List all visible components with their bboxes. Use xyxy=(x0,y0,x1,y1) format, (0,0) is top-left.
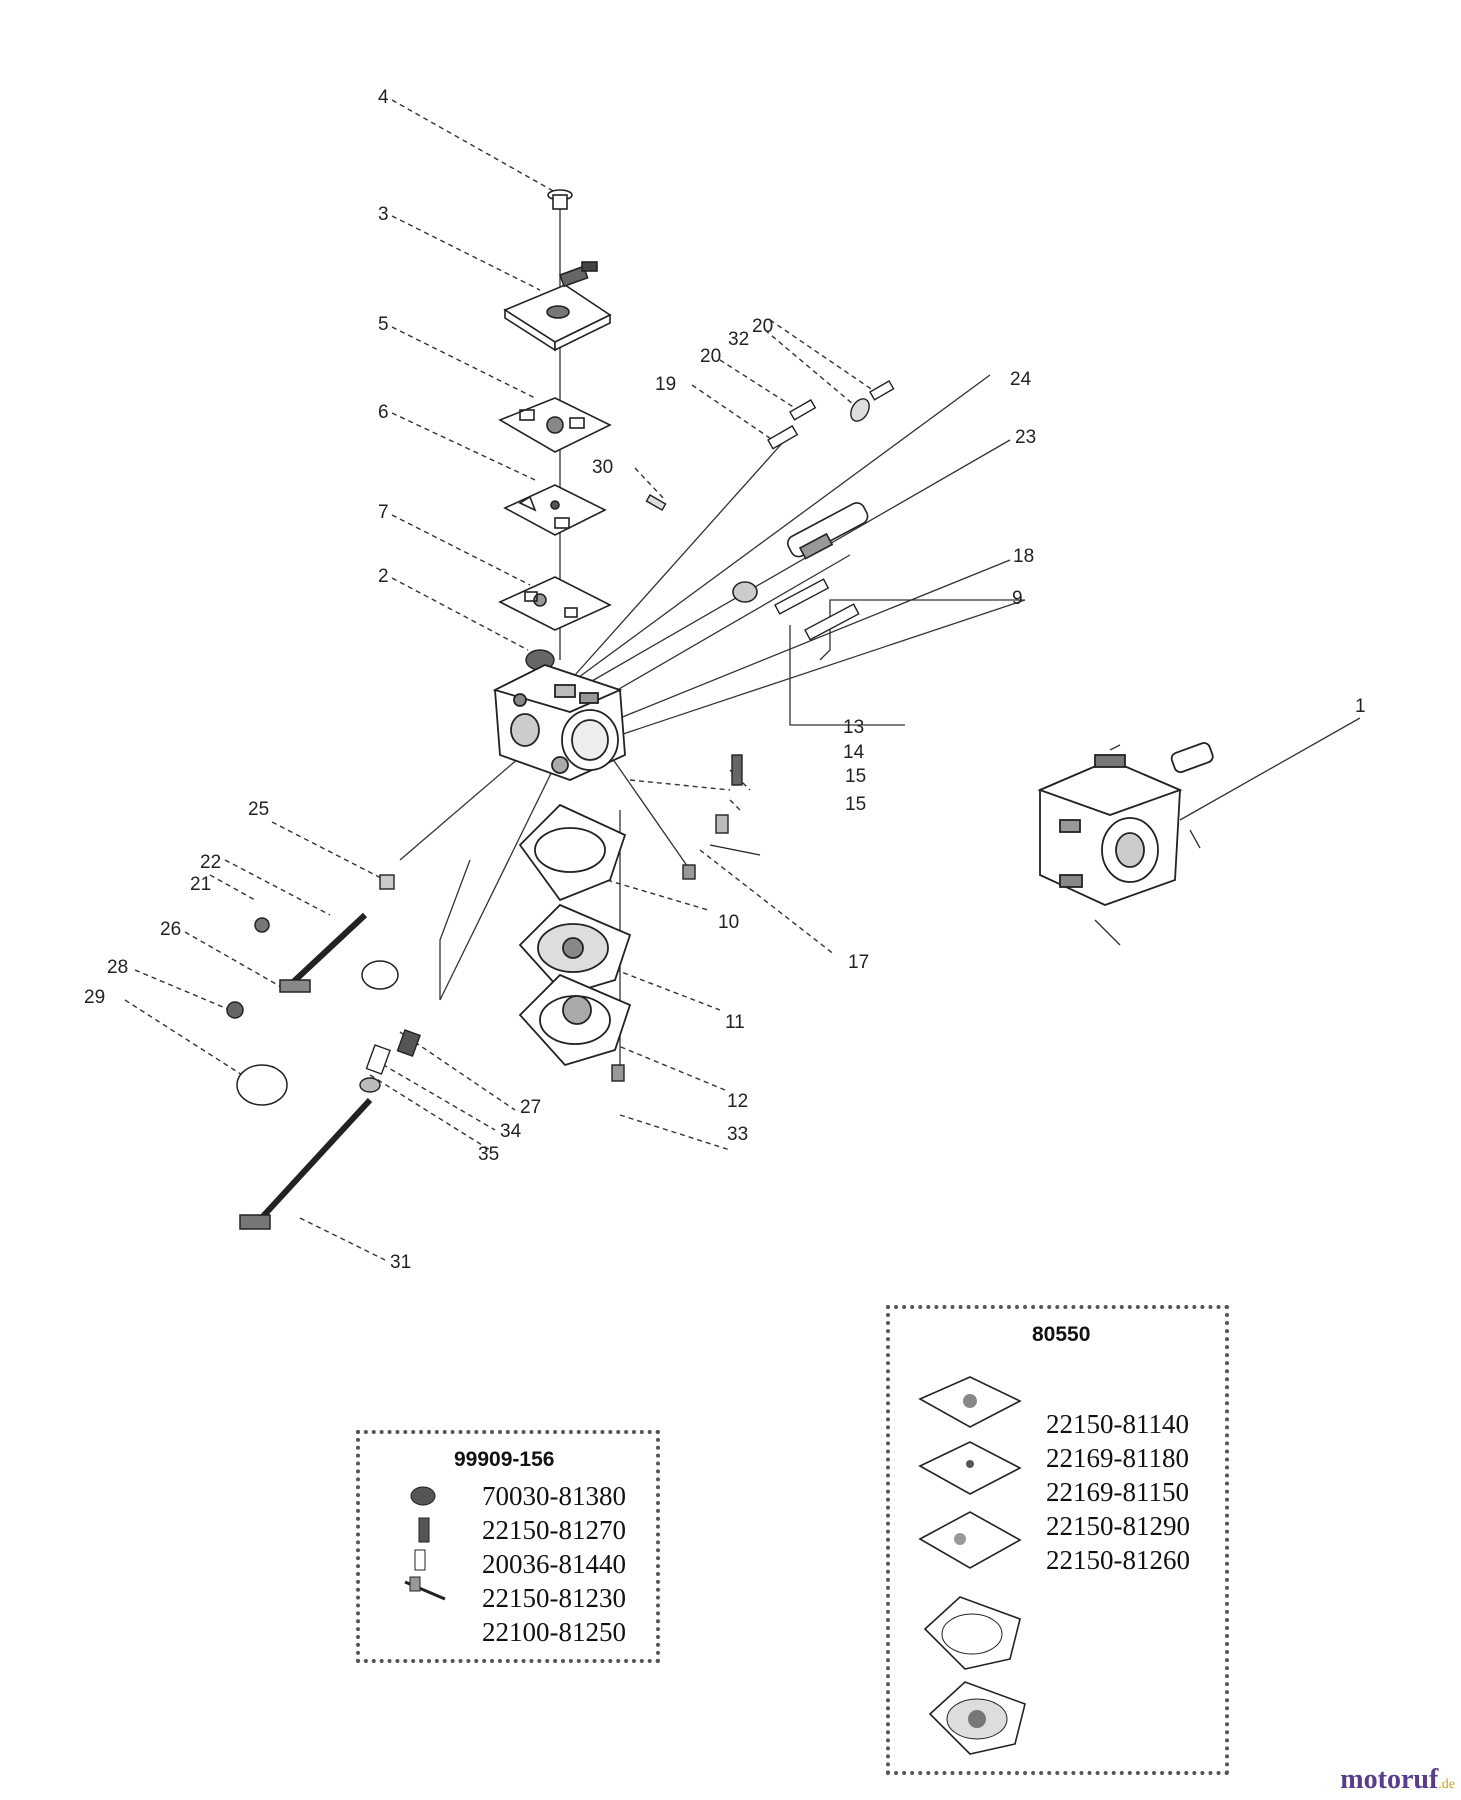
part-27-spring xyxy=(396,1029,421,1058)
part-32-washer xyxy=(850,398,870,422)
repair-kit-box: 99909-156 70030-81380 22150-81270 20036-… xyxy=(356,1430,660,1663)
gasket-kit-part-1: 22150-81140 xyxy=(1046,1409,1189,1439)
gasket-kit-title: 80550 xyxy=(1032,1323,1091,1346)
repair-kit-part-2: 22150-81270 xyxy=(482,1515,626,1545)
part-23-fitting xyxy=(787,502,869,560)
callout-30: 30 xyxy=(592,457,613,478)
callout-5: 5 xyxy=(378,314,389,335)
callout-15b: 15 xyxy=(845,794,866,815)
kit-diaphragm-icon xyxy=(928,1681,1026,1755)
kit-gasket-icon-1 xyxy=(918,1376,1022,1428)
callout-9: 9 xyxy=(1012,588,1023,609)
callout-24: 24 xyxy=(1010,369,1032,390)
repair-kit-part-3: 20036-81440 xyxy=(482,1549,626,1579)
callout-25: 25 xyxy=(248,799,269,820)
part-11-diaphragm xyxy=(518,903,632,997)
part-24-bushing xyxy=(732,581,758,603)
callout-29: 29 xyxy=(84,987,105,1008)
part-12-cover xyxy=(518,973,632,1067)
part-17-screw xyxy=(682,864,696,880)
part-31-choke-shaft xyxy=(239,1097,373,1230)
callout-31: 31 xyxy=(390,1252,411,1273)
kit-gasket-icon-2 xyxy=(918,1441,1022,1495)
callout-6: 6 xyxy=(378,402,389,423)
callout-3: 3 xyxy=(378,204,389,225)
part-18-needle xyxy=(774,578,830,615)
repair-kit-part-5: 22100-81250 xyxy=(482,1617,626,1647)
part-20b-screw xyxy=(869,380,895,401)
gasket-kit-box: 80550 22150-81140 22169-81180 22169-8115… xyxy=(886,1305,1229,1775)
part-25-nut xyxy=(379,874,395,890)
callout-20b: 20 xyxy=(752,316,773,337)
part-1-carburetor-assembly xyxy=(1037,742,1214,906)
gasket-kit-part-3: 22169-81150 xyxy=(1046,1477,1189,1507)
callout-15a: 15 xyxy=(845,766,866,787)
callout-28: 28 xyxy=(107,957,128,978)
repair-kit-part-1: 70030-81380 xyxy=(482,1481,626,1511)
callout-20a: 20 xyxy=(700,346,721,367)
watermark-text: motoruf xyxy=(1340,1764,1439,1795)
part-26-throttle-shaft xyxy=(254,912,399,993)
callout-34: 34 xyxy=(500,1121,522,1142)
callout-13: 13 xyxy=(843,717,864,738)
callout-22: 22 xyxy=(200,852,221,873)
callout-18: 18 xyxy=(1013,546,1034,567)
kit-spring-icon xyxy=(418,1517,430,1543)
gasket-kit-part-2: 22169-81180 xyxy=(1046,1443,1189,1473)
repair-kit-part-4: 22150-81230 xyxy=(482,1583,626,1613)
callout-17: 17 xyxy=(848,952,869,973)
part-35-washer xyxy=(359,1077,381,1093)
callout-26: 26 xyxy=(160,919,181,940)
callout-10: 10 xyxy=(718,912,739,933)
part-34-lever xyxy=(365,1044,391,1075)
part-13-15-needle-assembly xyxy=(709,754,761,856)
callout-35: 35 xyxy=(478,1144,499,1165)
kit-gasket-icon-3 xyxy=(918,1511,1022,1569)
callout-21: 21 xyxy=(190,874,211,895)
callout-numbers: 4 3 5 6 7 2 19 20 32 20 30 24 23 18 9 13… xyxy=(84,87,1366,1273)
part-4-screw xyxy=(547,189,573,210)
part-30-pin xyxy=(645,494,667,512)
part-19-screw xyxy=(767,425,799,450)
gasket-kit-part-5: 22150-81260 xyxy=(1046,1545,1190,1575)
part-10-gasket xyxy=(518,803,627,902)
callout-19: 19 xyxy=(655,374,676,395)
callout-1: 1 xyxy=(1355,696,1366,717)
part-33-screw xyxy=(611,1064,625,1082)
callout-14: 14 xyxy=(843,742,865,763)
leader-lines xyxy=(124,99,881,1261)
watermark-suffix: .de xyxy=(1438,1777,1455,1792)
watermark-logo: motoruf.de xyxy=(1340,1764,1455,1796)
kit-lever-icon xyxy=(404,1576,446,1601)
part-20-screw xyxy=(789,399,817,421)
repair-kit-title: 99909-156 xyxy=(454,1448,555,1471)
carburetor-body xyxy=(492,664,626,781)
callout-23: 23 xyxy=(1015,427,1036,448)
kit-gasket-icon-4 xyxy=(923,1596,1021,1670)
part-5-gasket xyxy=(498,397,612,453)
part-6-diaphragm xyxy=(503,484,607,536)
part-9-needle xyxy=(804,603,860,641)
callout-11: 11 xyxy=(725,1012,745,1033)
part-7-plate xyxy=(498,576,612,631)
callout-4: 4 xyxy=(378,87,389,108)
callout-27: 27 xyxy=(520,1097,541,1118)
part-3-cover xyxy=(503,261,612,352)
gasket-kit-part-4: 22150-81290 xyxy=(1046,1511,1190,1541)
callout-32: 32 xyxy=(728,329,749,350)
callout-7: 7 xyxy=(378,502,389,523)
callout-2: 2 xyxy=(378,566,389,587)
kit-needle-icon xyxy=(414,1549,426,1571)
part-28-29-choke-valve xyxy=(226,1001,288,1106)
callout-12: 12 xyxy=(727,1091,748,1112)
kit-screen-icon xyxy=(410,1486,436,1506)
callout-33: 33 xyxy=(727,1124,748,1145)
